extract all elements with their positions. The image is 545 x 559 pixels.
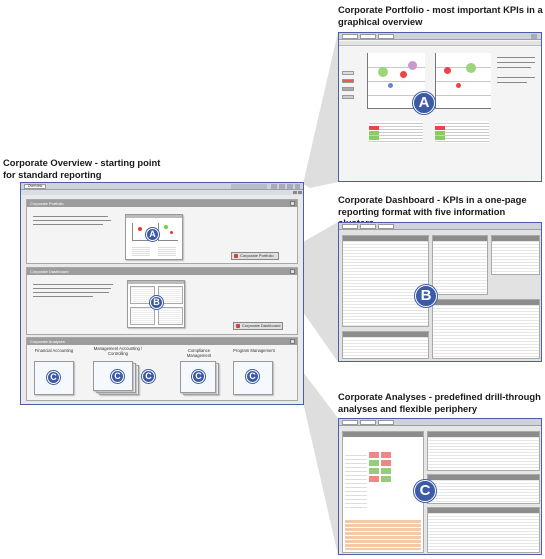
tab-overview[interactable]: Overview [24, 184, 46, 189]
kpi-table-2 [435, 121, 489, 143]
label-management-accounting: Management Accounting / Controlling [93, 346, 143, 356]
badge-a-large: A [413, 92, 435, 114]
corporate-dashboard-window: B [338, 222, 542, 362]
settings-icon[interactable] [293, 191, 297, 194]
label-compliance-management: Compliance Management [186, 348, 212, 358]
analysis-grid [342, 431, 424, 553]
legend-item[interactable] [342, 95, 354, 99]
label-financial-accounting: Financial Accounting [34, 348, 74, 353]
portfolio-topbar [339, 33, 541, 40]
portfolio-header [339, 41, 541, 46]
corporate-overview-window: Overview Corporate Portfolio A Corporate… [20, 182, 304, 405]
caption-overview: Corporate Overview - starting point for … [3, 157, 161, 180]
kpi-table-1 [369, 121, 423, 143]
tab[interactable] [378, 34, 394, 39]
legend-item[interactable] [342, 79, 354, 83]
cluster-3 [491, 235, 540, 275]
badge-c-4: C [192, 370, 205, 383]
toolbar-button[interactable] [295, 184, 300, 189]
tab[interactable] [360, 34, 376, 39]
text-line [33, 292, 109, 294]
corporate-portfolio-button[interactable]: Corporate Portfolio [231, 252, 279, 260]
text-line [497, 77, 535, 79]
analysis-detail-1 [427, 431, 540, 471]
bubble-chart-1 [367, 53, 425, 109]
text-line [33, 224, 103, 226]
caption-portfolio: Corporate Portfolio - most important KPI… [338, 4, 543, 27]
corporate-analyses-window: C [338, 418, 542, 555]
text-line [497, 62, 535, 64]
legend-item[interactable] [342, 71, 354, 75]
tab[interactable] [342, 420, 358, 425]
text-line [497, 57, 535, 59]
badge-b-large: B [415, 285, 437, 307]
panel-title: Corporate Dashboard [27, 268, 297, 275]
toolbar-button[interactable] [279, 184, 285, 189]
overview-topbar: Overview [21, 183, 303, 190]
badge-c-2: C [111, 370, 124, 383]
dashboard-topbar [339, 223, 541, 230]
legend-item[interactable] [342, 87, 354, 91]
caption-analyses: Corporate Analyses - predefined drill-th… [338, 391, 541, 414]
bubble-chart-2 [435, 53, 491, 109]
tab[interactable] [342, 224, 358, 229]
tab[interactable] [342, 34, 358, 39]
toolbar-button[interactable] [231, 184, 267, 189]
corporate-dashboard-button[interactable]: Corporate Dashboard [233, 322, 283, 330]
cluster-1 [342, 235, 429, 327]
text-line [33, 284, 113, 286]
collapse-icon[interactable] [290, 339, 295, 344]
label-program-management: Program Management [233, 348, 275, 353]
badge-c-large: C [414, 480, 436, 502]
panel-corporate-analyses: Corporate Analyses Financial Accounting … [26, 337, 298, 401]
analyses-topbar [339, 419, 541, 426]
badge-c-1: C [47, 371, 60, 384]
cluster-5 [342, 331, 429, 359]
badge-c-5: C [246, 370, 259, 383]
dashboard-thumbnail[interactable] [127, 280, 185, 328]
toolbar-button[interactable] [271, 184, 277, 189]
panel-title: Corporate Portfolio [27, 200, 297, 207]
analysis-detail-2 [427, 474, 540, 504]
badge-b: B [150, 296, 163, 309]
collapse-icon[interactable] [290, 269, 295, 274]
tab[interactable] [378, 420, 394, 425]
text-line [497, 82, 527, 84]
badge-c-3: C [142, 370, 155, 383]
tab[interactable] [378, 224, 394, 229]
close-icon[interactable] [298, 191, 302, 194]
tab[interactable] [360, 224, 376, 229]
tab[interactable] [360, 420, 376, 425]
overview-subbar [21, 190, 303, 195]
corporate-portfolio-window: A [338, 32, 542, 182]
cluster-2 [432, 235, 488, 295]
text-line [33, 288, 111, 290]
panel-corporate-dashboard: Corporate Dashboard B Corporate Dashboar… [26, 267, 298, 335]
panel-title: Corporate Analyses [27, 338, 297, 345]
cluster-4 [432, 299, 540, 359]
analysis-detail-3 [427, 507, 540, 553]
badge-a: A [146, 228, 159, 241]
text-line [33, 220, 111, 222]
toolbar-button[interactable] [531, 34, 537, 39]
text-line [497, 67, 531, 69]
panel-corporate-portfolio: Corporate Portfolio A Corporate Portfoli… [26, 199, 298, 264]
text-line [33, 216, 108, 218]
toolbar-button[interactable] [287, 184, 293, 189]
text-line [33, 296, 93, 298]
collapse-icon[interactable] [290, 201, 295, 206]
